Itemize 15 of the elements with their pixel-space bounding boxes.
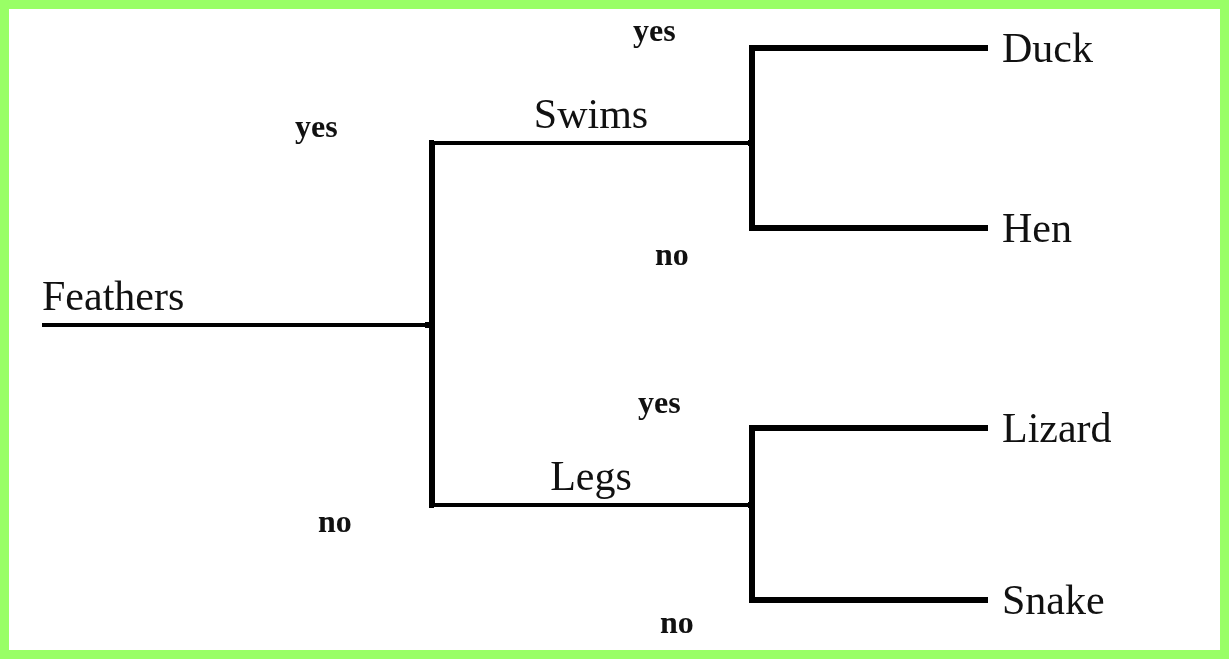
leaf-label: Duck [1002,24,1093,72]
question-label: Swims [533,93,649,139]
question-label: Legs [550,455,632,501]
edge-label: yes [295,110,338,142]
leaf-label: Snake [1002,576,1105,624]
tree-branch-line [748,140,988,231]
edge-label: yes [633,14,676,46]
edge-label: no [318,505,352,537]
tree-branch-line [748,502,988,603]
edge-label: yes [638,386,681,418]
edge-label: no [655,238,689,270]
edge-label: no [660,606,694,638]
question-label: Feathers [42,275,185,321]
leaf-label: Hen [1002,204,1072,252]
leaf-label: Lizard [1002,404,1112,452]
